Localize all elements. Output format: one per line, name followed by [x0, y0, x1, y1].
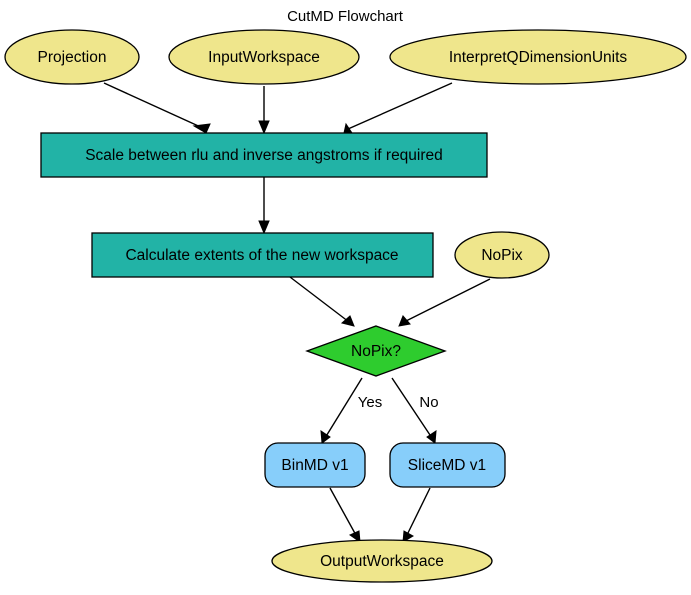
scale-label: Scale between rlu and inverse angstroms … — [85, 147, 443, 164]
arrowhead-icon — [402, 530, 414, 543]
output-workspace-label: OutputWorkspace — [320, 553, 444, 570]
scale-box[interactable] — [40, 132, 488, 178]
node-binmd[interactable]: BinMD v1 — [264, 442, 366, 488]
page-title: CutMD Flowchart — [287, 8, 404, 25]
edge-nopix-to-decision — [398, 278, 491, 327]
arrowhead-icon — [258, 220, 270, 235]
arrowhead-icon — [426, 430, 437, 444]
edge-line — [403, 278, 491, 323]
edge-decision-to-binmd: Yes — [320, 377, 382, 444]
interpret-q-ellipse[interactable] — [389, 29, 687, 85]
node-input-workspace[interactable]: InputWorkspace — [168, 29, 360, 85]
arrowhead-icon — [258, 120, 270, 135]
node-output-workspace[interactable]: OutputWorkspace — [271, 539, 493, 583]
node-interpret-q-dimension-units[interactable]: InterpretQDimensionUnits — [389, 29, 687, 85]
node-slicemd[interactable]: SliceMD v1 — [389, 442, 506, 488]
edge-binmd-to-output — [329, 487, 361, 544]
slicemd-label: SliceMD v1 — [408, 457, 486, 474]
arrowhead-icon — [348, 530, 361, 544]
binmd-label: BinMD v1 — [281, 457, 348, 474]
nopix-input-ellipse[interactable] — [454, 231, 550, 279]
edge-interpretq-to-scale — [343, 82, 453, 134]
extents-label: Calculate extents of the new workspace — [125, 247, 398, 264]
node-nopix-input[interactable]: NoPix — [454, 231, 550, 279]
edge-line — [289, 276, 350, 323]
edge-line — [405, 487, 431, 538]
node-scale-process[interactable]: Scale between rlu and inverse angstroms … — [40, 132, 488, 178]
node-extents-process[interactable]: Calculate extents of the new workspace — [91, 232, 434, 278]
projection-label: Projection — [38, 49, 107, 66]
edge-projection-to-scale — [103, 82, 211, 134]
edge-line — [324, 377, 363, 439]
edge-slicemd-to-output — [402, 487, 431, 543]
arrowhead-icon — [398, 315, 411, 327]
edge-label-no: No — [419, 394, 438, 411]
extents-box[interactable] — [91, 232, 434, 278]
slicemd-box[interactable] — [389, 442, 506, 488]
edge-line — [391, 377, 433, 439]
nopix-input-label: NoPix — [481, 247, 523, 264]
edge-line — [329, 487, 358, 538]
output-workspace-ellipse[interactable] — [271, 539, 493, 583]
binmd-box[interactable] — [264, 442, 366, 488]
arrowhead-icon — [192, 123, 211, 134]
edge-inputworkspace-to-scale — [258, 86, 270, 135]
node-projection[interactable]: Projection — [4, 29, 140, 85]
edge-line — [103, 82, 206, 130]
input-workspace-label: InputWorkspace — [208, 49, 320, 66]
arrowhead-icon — [340, 315, 355, 327]
interpret-q-label: InterpretQDimensionUnits — [449, 49, 628, 66]
edge-extents-to-decision — [289, 276, 355, 327]
edge-line — [347, 82, 453, 130]
edge-scale-to-extents — [258, 177, 270, 235]
input-workspace-ellipse[interactable] — [168, 29, 360, 85]
nopix-decision-diamond[interactable] — [305, 325, 447, 377]
edge-decision-to-slicemd: No — [391, 377, 439, 444]
node-nopix-decision[interactable]: NoPix? — [305, 325, 447, 377]
arrowhead-icon — [320, 430, 331, 444]
edge-label-yes: Yes — [358, 394, 382, 411]
projection-ellipse[interactable] — [4, 29, 140, 85]
nopix-decision-label: NoPix? — [351, 343, 401, 360]
